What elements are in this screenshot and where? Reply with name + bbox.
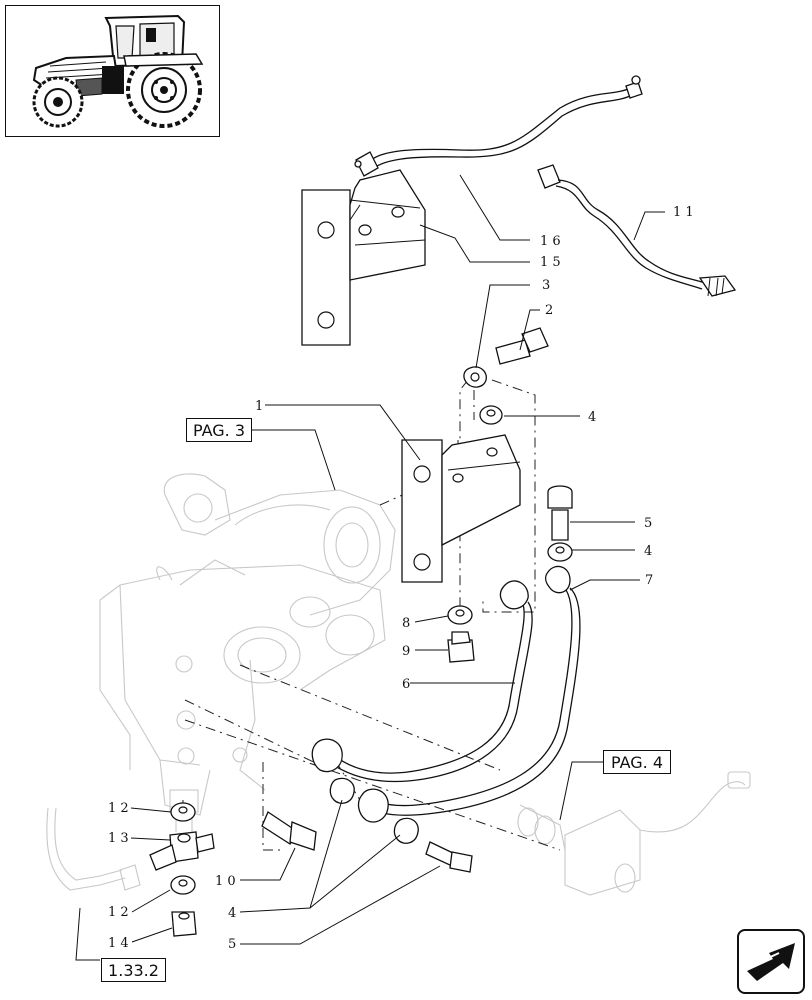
bolt-5-right [547,485,573,562]
main-bracket-1 [401,434,521,583]
washer-4-upper [479,405,503,425]
banjo-fitting-13 [149,802,215,937]
callout-4-right: 4 [644,544,652,559]
wiring-harness [537,164,737,297]
callout-12-upper: 1 2 [108,801,129,816]
bolt-2-and-washer-3 [463,327,549,388]
callout-5-lower: 5 [228,937,236,952]
tractor-icon [32,14,204,128]
callout-13: 1 3 [108,831,129,846]
callout-15: 1 5 [540,255,561,270]
callout-4-upper: 4 [588,410,596,425]
callout-10: 1 0 [215,874,236,889]
ref-page-3-link[interactable]: PAG. 3 [186,418,252,442]
callout-16: 1 6 [540,234,561,249]
callout-7: 7 [645,573,653,588]
callout-11: 1 1 [673,205,694,220]
callout-2: 2 [545,303,553,318]
ref-page-4-link[interactable]: PAG. 4 [603,750,671,774]
upper-pipe [354,75,643,177]
tractor-thumbnail [5,5,220,137]
callout-4-lower: 4 [228,906,236,921]
callout-3: 3 [542,278,550,293]
next-page-button[interactable] [737,929,805,994]
ref-section-1-33-2-link[interactable]: 1.33.2 [101,958,166,982]
callout-1: 1 [255,399,263,414]
upper-bracket [301,169,426,346]
callout-8: 8 [402,616,410,631]
callout-9: 9 [402,644,410,659]
callout-6: 6 [402,677,410,692]
ghost-valve-assembly [46,473,751,896]
callout-labels: 1 6 1 5 1 1 3 2 1 4 5 4 7 8 9 6 1 2 1 3 … [108,205,694,952]
callout-14: 1 4 [108,936,129,951]
bolt-10 [261,811,317,851]
callout-5-right: 5 [644,516,652,531]
pipes-6-and-7 [311,565,581,823]
washer-8-fitting-9 [447,605,475,663]
washers-4-lower [329,777,419,844]
callout-12-lower: 1 2 [108,905,129,920]
bolt-5-lower [425,841,473,873]
next-page-arrow-icon [747,943,795,981]
leader-lines [75,174,670,961]
